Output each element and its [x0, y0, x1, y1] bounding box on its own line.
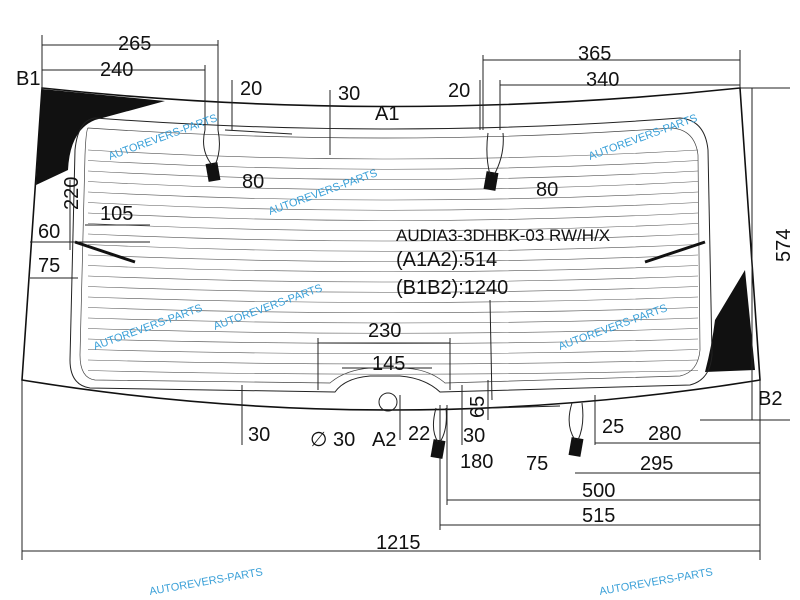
dim-240: 240 — [100, 59, 133, 81]
dim-105: 105 — [100, 203, 133, 225]
heating-line — [87, 160, 699, 170]
heating-line — [87, 170, 699, 180]
connectors — [74, 129, 706, 459]
heating-line — [87, 223, 699, 232]
dim-230: 230 — [368, 320, 401, 342]
b1b2-length: (B1B2):1240 — [396, 277, 508, 299]
heating-line — [87, 191, 699, 201]
dim-30-bottom-left: 30 — [248, 424, 270, 446]
heating-line — [87, 307, 699, 314]
dim-500: 500 — [582, 480, 615, 502]
heating-line — [87, 296, 699, 303]
dim-80-right: 80 — [536, 179, 558, 201]
heating-frame-inner — [79, 127, 701, 384]
dim-65: 65 — [467, 396, 489, 418]
dim-diameter-30: ∅ 30 — [310, 429, 355, 451]
dim-25: 25 — [602, 416, 624, 438]
dim-30-top: 30 — [338, 83, 360, 105]
dim-340: 340 — [586, 69, 619, 91]
dim-365: 365 — [578, 43, 611, 65]
dim-574: 574 — [773, 229, 795, 262]
heating-line — [87, 233, 699, 242]
corner-ceramic-left — [36, 89, 165, 185]
dim-180: 180 — [460, 451, 493, 473]
dimension-lines — [21, 35, 790, 560]
dim-30-bottom: 30 — [463, 425, 485, 447]
watermark-text: AUTOREVERS-PARTS — [212, 282, 324, 333]
heating-line — [87, 149, 699, 160]
dim-1215: 1215 — [376, 532, 421, 554]
dim-145: 145 — [372, 353, 405, 375]
point-b1: B1 — [16, 68, 40, 90]
heating-line — [87, 370, 699, 375]
point-a1: A1 — [375, 103, 399, 125]
heating-line — [87, 349, 699, 355]
watermark-text: AUTOREVERS-PARTS — [587, 112, 699, 163]
dim-265: 265 — [118, 33, 151, 55]
dim-295: 295 — [640, 453, 673, 475]
heating-line — [87, 254, 699, 262]
heating-grid — [87, 149, 699, 375]
point-b2: B2 — [758, 388, 782, 410]
a1a2-length: (A1A2):514 — [396, 249, 497, 271]
heating-line — [87, 181, 699, 191]
heating-line — [87, 359, 699, 365]
watermark-text: AUTOREVERS-PARTS — [598, 566, 713, 598]
heating-line — [87, 202, 699, 211]
corner-ceramic-right — [705, 270, 755, 372]
dim-20-right: 20 — [448, 80, 470, 102]
dim-280: 280 — [648, 423, 681, 445]
part-code: AUDIA3-3DHBK-03 RW/H/X — [396, 226, 610, 245]
dim-80-left: 80 — [242, 171, 264, 193]
watermark-text: AUTOREVERS-PARTS — [92, 302, 204, 353]
heating-line — [87, 265, 699, 273]
dim-60: 60 — [38, 221, 60, 243]
point-a2: A2 — [372, 429, 396, 451]
heating-line — [87, 244, 699, 252]
dim-75-bottom: 75 — [526, 453, 548, 475]
heating-line — [87, 317, 699, 324]
heating-line — [87, 286, 699, 293]
dim-220: 220 — [61, 177, 83, 210]
dim-22: 22 — [408, 423, 430, 445]
dim-75-left: 75 — [38, 255, 60, 277]
watermark-text: AUTOREVERS-PARTS — [148, 566, 263, 598]
heating-line — [87, 275, 699, 283]
heating-line — [87, 328, 699, 334]
dim-515: 515 — [582, 505, 615, 527]
dim-20-left: 20 — [240, 78, 262, 100]
heating-frame — [69, 117, 713, 393]
heating-line — [87, 212, 699, 221]
